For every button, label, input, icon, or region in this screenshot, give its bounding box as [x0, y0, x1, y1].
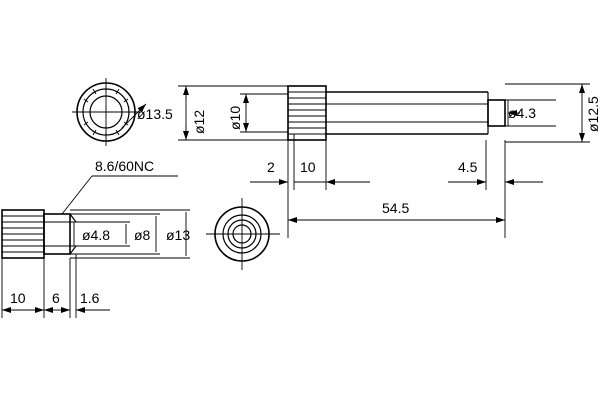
shaft-side-view [178, 83, 590, 143]
end-view-top [72, 78, 147, 146]
end-view-bottom [206, 198, 280, 270]
thread-callout: 8.6/60NC [95, 158, 154, 174]
dim-side-dia-12: ø12 [191, 110, 207, 134]
dim-bore-8: ø8 [134, 227, 151, 243]
dim-6: 6 [52, 290, 60, 306]
dim-side-dia-10: ø10 [227, 106, 243, 130]
dim-pin-dia: ø4.3 [508, 105, 536, 121]
nut-side-view [1, 209, 190, 259]
dim-bore-4-8: ø4.8 [82, 227, 110, 243]
dim-2: 2 [267, 159, 275, 175]
dim-body-13: ø13 [166, 227, 190, 243]
dim-4-5: 4.5 [458, 159, 478, 175]
dim-overall-dia: ø12.5 [585, 96, 600, 132]
dim-overall-length: 54.5 [382, 200, 409, 216]
knurl-marks [80, 86, 132, 138]
dim-10-top: 10 [300, 159, 316, 175]
dim-1-6: 1.6 [80, 290, 100, 306]
dim-end-view-dia: ø13.5 [137, 106, 173, 122]
dim-10-bottom: 10 [10, 290, 26, 306]
